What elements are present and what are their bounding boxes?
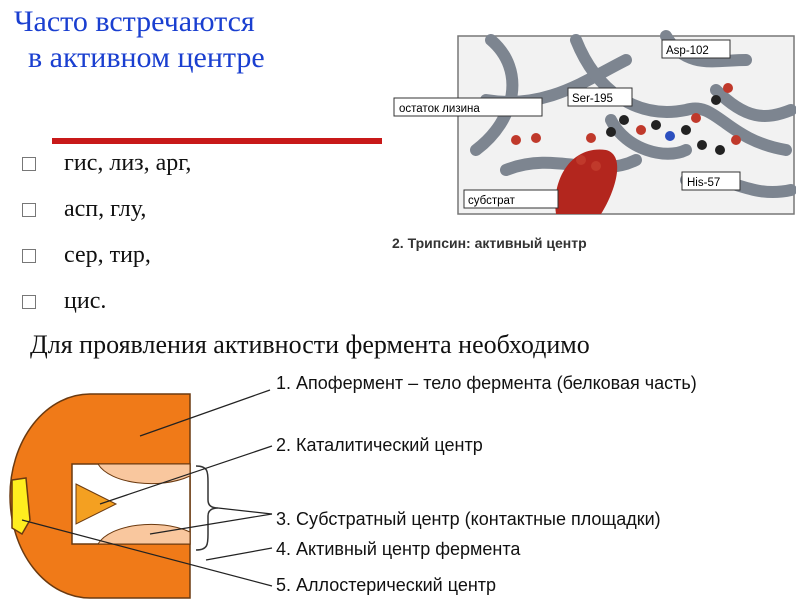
lysine-label: остаток лизина [399,103,480,115]
square-bullet-icon [22,203,36,217]
slide-title: Часто встречаются в активном центре [14,4,265,76]
square-bullet-icon [22,249,36,263]
residue-text: гис, лиз, арг, [64,150,192,176]
list-item: сер, тир, [22,240,191,286]
legend-item-active-center: 4. Активный центр фермента [276,539,521,559]
legend-item-apoenzyme: 1. Апофермент – тело фермента (белковая … [276,373,697,393]
trypsin-active-site-figure: остаток лизина Ser-195 Asp-102 His-57 су… [393,30,796,215]
title-line-1: Часто встречаются [14,5,255,38]
active-center-brace [195,465,219,551]
catalytic-center-triangle [75,483,118,525]
enzyme-scheme [9,389,273,599]
ser-label: Ser-195 [572,93,613,105]
substrate-label: субстрат [468,195,516,207]
residue-text: цис. [64,288,107,314]
title-line-2: в активном центре [28,41,265,74]
square-bullet-icon [22,157,36,171]
square-bullet-icon [22,295,36,309]
residue-text: асп, глу, [64,196,147,222]
contact-pad-bottom [97,523,191,545]
residue-text: сер, тир, [64,242,151,268]
his-label: His-57 [687,177,720,189]
list-item: асп, глу, [22,194,191,240]
red-divider [52,138,382,144]
allosteric-center [11,477,31,536]
atom-chain [511,83,741,171]
trypsin-caption: 2. Трипсин: активный центр [392,235,587,251]
asp-label: Asp-102 [666,45,709,57]
legend-item-allosteric-center: 5. Аллостерический центр [276,575,497,595]
requirement-text: Для проявления активности фермента необх… [30,330,590,359]
legend-item-substrate-center: 3. Субстратный центр (контактные площадк… [276,509,661,529]
leader-lines [21,389,273,587]
figure-labels: остаток лизина Ser-195 Asp-102 His-57 су… [393,39,741,209]
contact-pad-top [97,463,191,485]
list-item: гис, лиз, арг, [22,148,191,194]
residue-list: гис, лиз, арг, асп, глу, сер, тир, цис. [22,148,191,332]
list-item: цис. [22,286,191,332]
substrate-shape [555,149,618,214]
legend-item-catalytic-center: 2. Каталитический центр [276,435,483,455]
